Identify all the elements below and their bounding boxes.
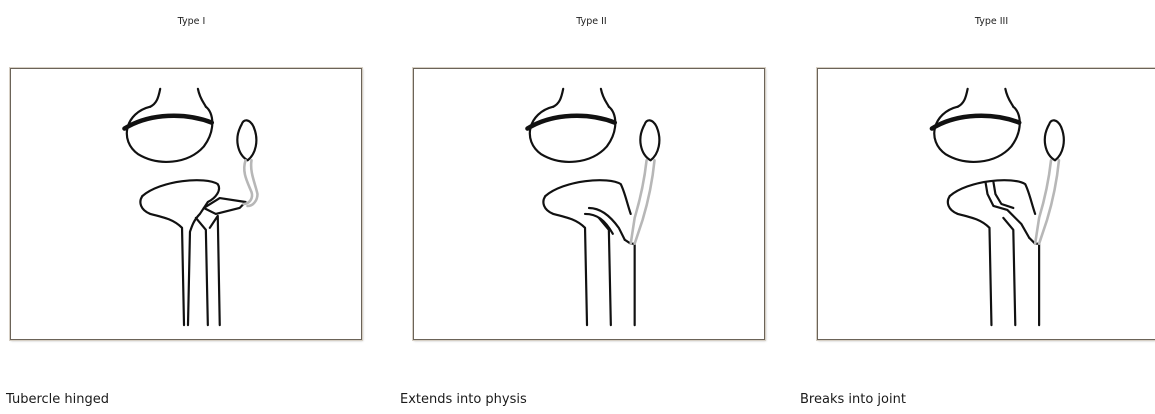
- tibial-shaft: [1003, 218, 1015, 325]
- knee-fracture-diagram: [11, 69, 361, 339]
- tibial-plateau: [543, 196, 587, 325]
- femur-shaft: [150, 89, 160, 107]
- caption: Extends into physis: [400, 392, 527, 407]
- tibial-plateau: [545, 180, 630, 214]
- type-label: Type III: [804, 16, 1155, 27]
- tibial-plateau: [948, 196, 992, 325]
- tibial-shaft: [210, 216, 220, 325]
- tibial-shaft: [599, 218, 611, 325]
- knee-fracture-diagram: [818, 69, 1155, 339]
- panel-type-2: Type II Extends into physis: [400, 0, 775, 414]
- joint-fracture-line: [993, 182, 1013, 208]
- articular-cartilage: [124, 116, 211, 129]
- tibial-shaft: [625, 240, 635, 325]
- femur-shaft: [553, 89, 563, 107]
- panel-type-3: Type III Breaks into joint: [800, 0, 1155, 414]
- articular-cartilage: [932, 116, 1019, 129]
- caption: Tubercle hinged: [6, 392, 109, 407]
- tibial-plateau: [140, 196, 184, 325]
- diagram-frame: [413, 68, 765, 340]
- diagram-frame: [817, 68, 1155, 340]
- caption: Breaks into joint: [800, 392, 906, 407]
- articular-cartilage: [527, 116, 614, 129]
- tibial-shaft: [196, 218, 208, 325]
- femur-shaft: [958, 89, 968, 107]
- femur-shaft: [198, 89, 206, 107]
- patella: [1045, 120, 1064, 160]
- panel-type-1: Type I Tubercle hinged: [0, 0, 375, 414]
- diagram-frame: [10, 68, 362, 340]
- femur-shaft: [601, 89, 609, 107]
- patella: [640, 120, 659, 160]
- tibial-shaft: [1029, 238, 1039, 325]
- knee-fracture-diagram: [414, 69, 764, 339]
- type-label: Type I: [4, 16, 379, 27]
- patella: [237, 120, 256, 160]
- tibial-plateau: [950, 180, 1035, 214]
- type-label: Type II: [404, 16, 779, 27]
- joint-fracture-line: [986, 182, 1030, 238]
- femur-shaft: [1005, 89, 1013, 107]
